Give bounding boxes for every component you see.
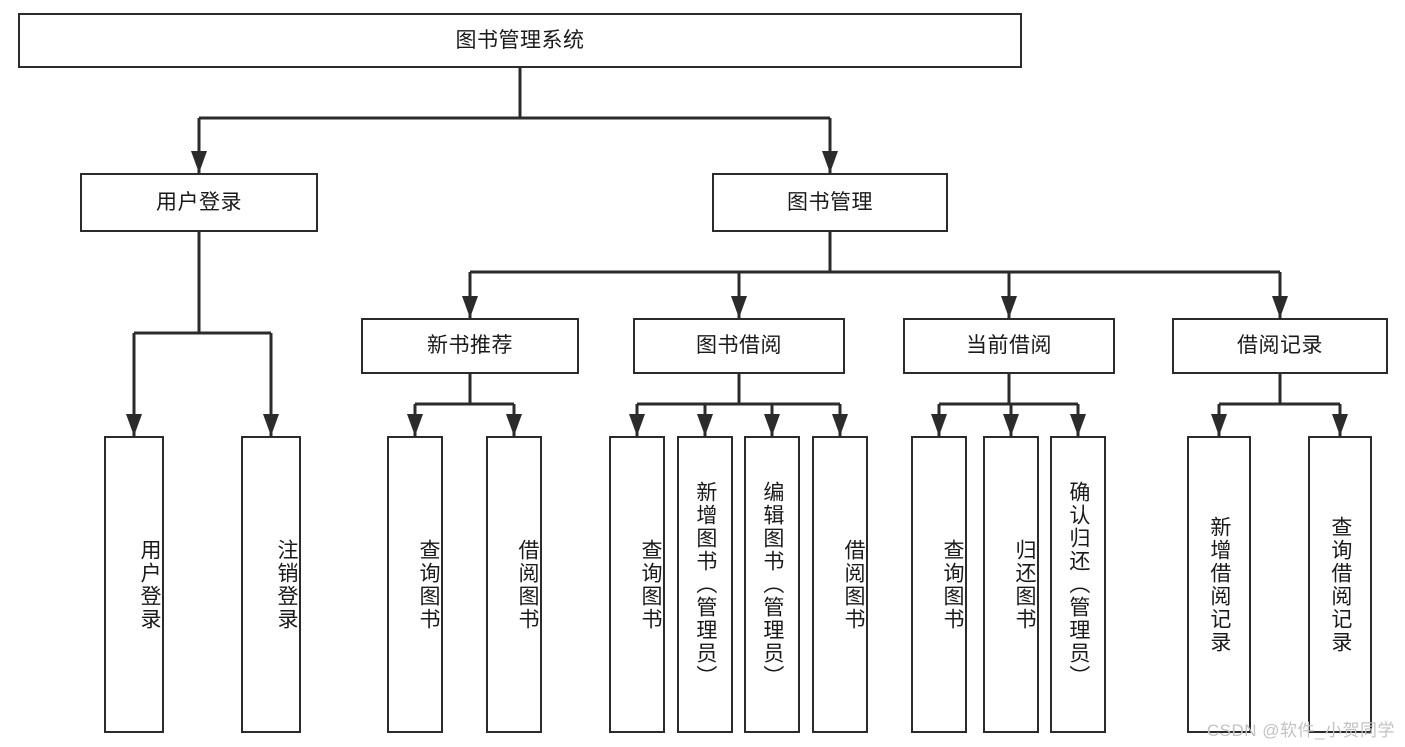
node-label: 新增图书（管理员） (693, 481, 717, 688)
node-leaf-confirm-return[interactable]: 确认归还（管理员） (1050, 436, 1106, 733)
node-leaf-borrow-book-2[interactable]: 借阅图书 (812, 436, 868, 733)
node-borrow-record[interactable]: 借阅记录 (1172, 318, 1388, 374)
node-label: 编辑图书（管理员） (760, 481, 784, 688)
node-label: 查询借阅记录 (1328, 515, 1352, 654)
node-label: 归还图书 (1013, 538, 1036, 631)
node-label: 图书借阅 (696, 334, 782, 358)
node-label: 注销登录 (275, 538, 298, 631)
node-label: 查询图书 (639, 538, 662, 631)
node-label: 图书管理系统 (455, 28, 585, 52)
node-label: 当前借阅 (966, 334, 1052, 358)
node-label: 新书推荐 (427, 334, 513, 358)
node-leaf-return-book[interactable]: 归还图书 (983, 436, 1039, 733)
node-label: 用户登录 (138, 538, 161, 631)
node-label: 用户登录 (156, 190, 242, 214)
node-user-login[interactable]: 用户登录 (80, 173, 318, 232)
node-label: 查询图书 (417, 538, 440, 631)
node-leaf-user-login[interactable]: 用户登录 (104, 436, 164, 733)
node-leaf-add-record[interactable]: 新增借阅记录 (1187, 436, 1251, 733)
node-leaf-edit-book[interactable]: 编辑图书（管理员） (744, 436, 800, 733)
node-label: 借阅图书 (842, 538, 865, 631)
node-leaf-query-book-2[interactable]: 查询图书 (609, 436, 665, 733)
watermark: CSDN @软件_小贺同学 (1206, 721, 1395, 740)
node-current-borrow[interactable]: 当前借阅 (903, 318, 1115, 374)
node-leaf-query-record[interactable]: 查询借阅记录 (1308, 436, 1372, 733)
node-book-borrow[interactable]: 图书借阅 (633, 318, 845, 374)
node-leaf-add-book[interactable]: 新增图书（管理员） (677, 436, 733, 733)
node-leaf-query-book-1[interactable]: 查询图书 (387, 436, 443, 733)
node-label: 借阅记录 (1237, 334, 1323, 358)
node-label: 新增借阅记录 (1207, 515, 1231, 654)
node-label: 查询图书 (941, 538, 964, 631)
node-leaf-user-logout[interactable]: 注销登录 (241, 436, 301, 733)
node-label: 借阅图书 (516, 538, 539, 631)
node-new-book-rec[interactable]: 新书推荐 (361, 318, 579, 374)
node-root[interactable]: 图书管理系统 (18, 13, 1022, 68)
node-label: 确认归还（管理员） (1066, 481, 1090, 688)
node-leaf-borrow-book-1[interactable]: 借阅图书 (486, 436, 542, 733)
node-book-manage[interactable]: 图书管理 (712, 173, 948, 232)
node-leaf-query-book-3[interactable]: 查询图书 (911, 436, 967, 733)
node-label: 图书管理 (787, 190, 873, 214)
